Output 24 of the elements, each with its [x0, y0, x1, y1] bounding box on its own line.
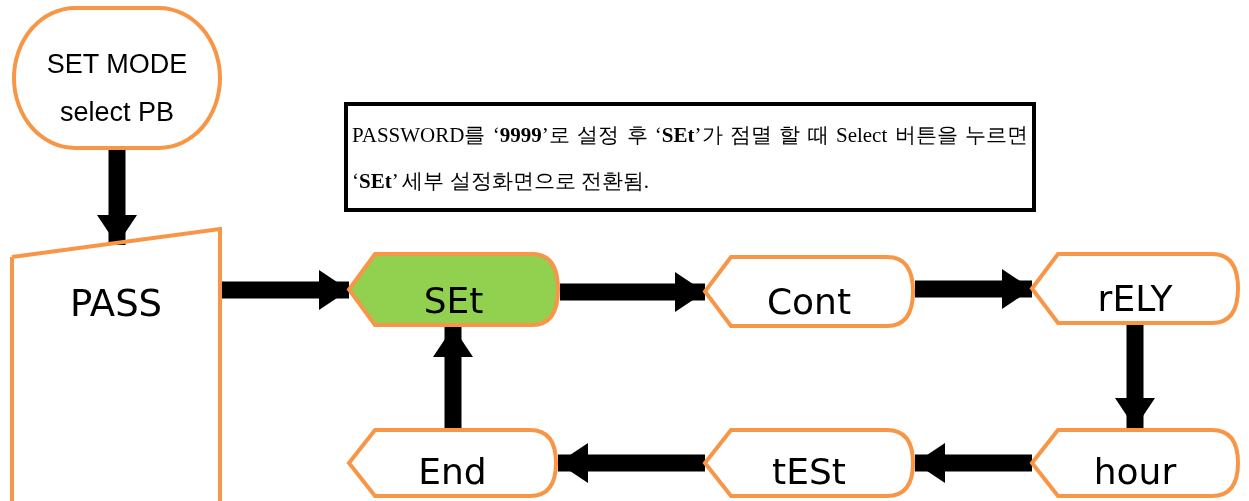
display-box: [347, 428, 558, 498]
block-arrow: [1115, 325, 1155, 428]
display-box: [347, 252, 560, 327]
node-label: SEt: [422, 279, 485, 323]
node-label: End: [417, 450, 488, 494]
node-label: rELY: [1096, 277, 1174, 321]
note-box: [344, 102, 1036, 212]
display-box: [703, 428, 915, 498]
display-box: [703, 255, 915, 328]
node-label: SET MODE select PB: [45, 48, 189, 129]
block-arrow: [558, 443, 705, 483]
node-label: Cont: [765, 280, 853, 324]
block-arrow: [433, 327, 473, 428]
node-label: hour: [1092, 450, 1178, 494]
node-label: tESt: [771, 450, 847, 494]
block-arrow: [915, 269, 1032, 309]
block-arrow: [915, 443, 1032, 483]
display-box: [1030, 252, 1240, 325]
block-arrow: [97, 150, 137, 245]
start-terminal: [12, 6, 222, 150]
display-box: [1030, 428, 1240, 498]
block-arrow: [560, 272, 705, 312]
note-text: PASSWORD를 ‘9999’로 설정 후 ‘SEt’가 점멸 할 때 Select 버튼을 누르면 ‘SEt’ 세부 설정화면으로 전환됨.: [352, 122, 1028, 195]
block-arrow: [222, 270, 349, 310]
